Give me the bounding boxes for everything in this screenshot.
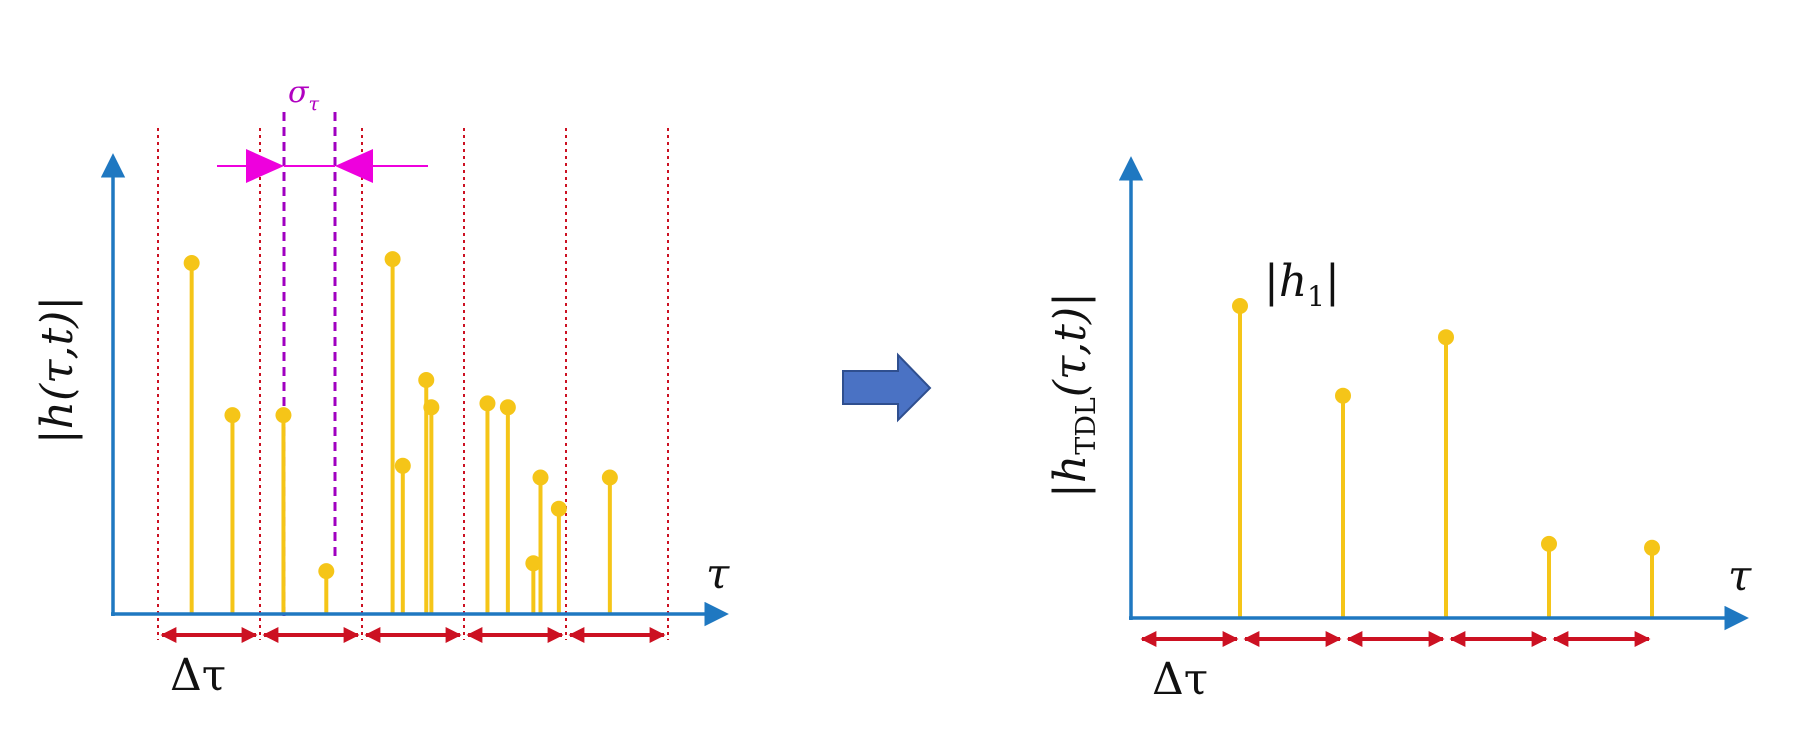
left-stems: [183, 251, 618, 614]
right-bin-width-label: Δτ: [1152, 654, 1208, 705]
channel-tap-marker: [384, 251, 401, 268]
sigma-arrowhead-right: [246, 149, 284, 183]
channel-tap-marker: [318, 563, 335, 580]
transform-arrow: [842, 352, 932, 423]
left-y-axis-label: |h(τ,t)|: [32, 296, 83, 444]
channel-tap-marker: [394, 457, 411, 474]
sigma-arrowhead-left: [335, 149, 373, 183]
channel-tap-marker: [499, 399, 516, 416]
tdl-tap-marker: [1335, 387, 1351, 404]
channel-tap-marker: [423, 399, 440, 416]
tdl-tap-marker: [1438, 329, 1454, 346]
tdl-tap-marker: [1541, 535, 1557, 552]
channel-tap-marker: [224, 407, 241, 424]
right-y-axis-label: |hTDL(τ,t)|: [1045, 292, 1102, 498]
delay-spread-marker: στ: [217, 75, 428, 618]
left-bin-lines: [157, 128, 669, 640]
channel-tap-marker: [479, 395, 496, 412]
channel-tap-marker: [418, 372, 435, 388]
left-diagram: στ |h(τ,t)| τ Δτ: [32, 75, 730, 701]
right-stems: [1232, 298, 1660, 618]
channel-tap-marker: [601, 469, 618, 486]
channel-tap-marker: [532, 469, 549, 486]
channel-tap-marker: [550, 500, 567, 517]
tdl-tap-marker: [1644, 539, 1660, 556]
tdl-tap-marker: [1232, 298, 1248, 314]
channel-tap-marker: [275, 407, 292, 424]
sigma-label: στ: [288, 75, 319, 115]
left-bin-width-label: Δτ: [170, 650, 226, 701]
right-x-axis-label: τ: [1728, 551, 1752, 600]
channel-tap-marker: [183, 255, 200, 271]
right-diagram: |hTDL(τ,t)| τ |h1| Δτ: [1045, 156, 1752, 705]
left-x-axis-label: τ: [706, 549, 730, 598]
channel-tap-marker: [525, 555, 542, 572]
tap-label-h1: |h1|: [1264, 256, 1340, 313]
